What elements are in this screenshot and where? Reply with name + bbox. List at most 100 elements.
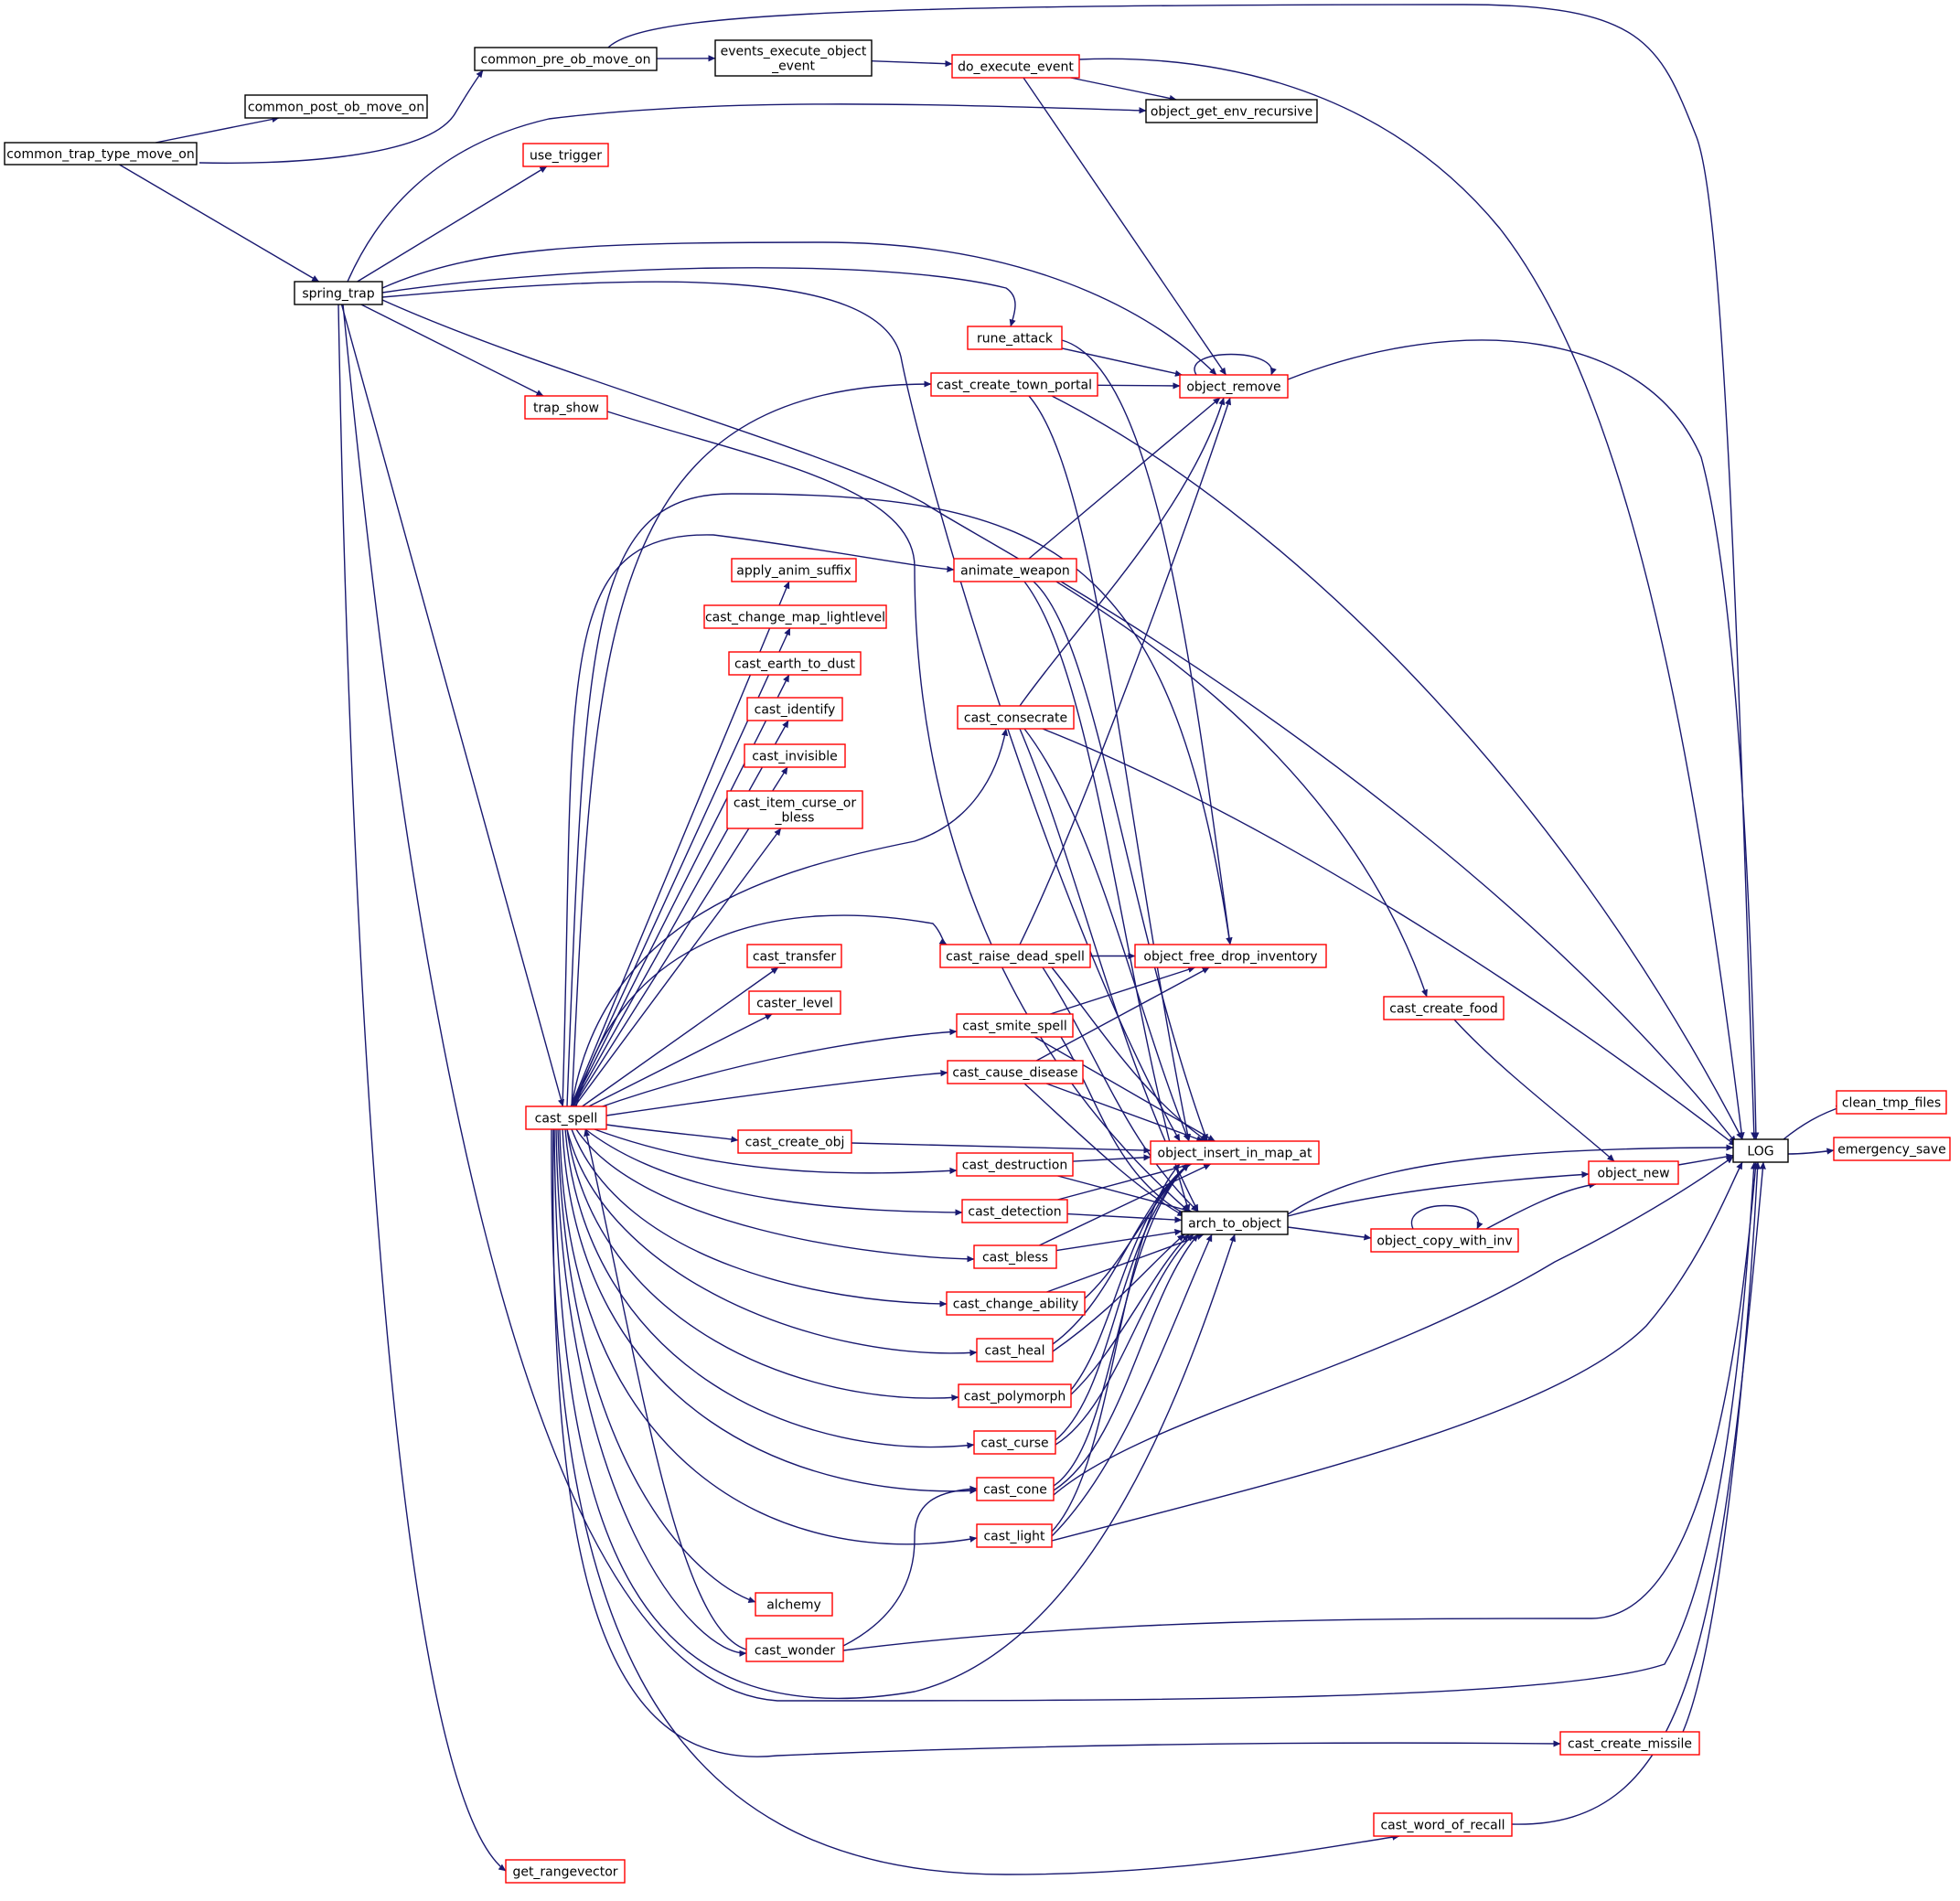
node-box: [744, 743, 846, 768]
edge-animate_weapon-to-object_remove: [1028, 397, 1221, 560]
node-cast_word_of_recall[interactable]: cast_word_of_recall: [1373, 1812, 1513, 1837]
node-clean_tmp_files[interactable]: clean_tmp_files: [1836, 1090, 1947, 1115]
node-cast_consecrate[interactable]: cast_consecrate: [957, 705, 1075, 730]
node-label: rune_attack: [977, 332, 1054, 347]
edge-cast_spell-to-cast_change_ability: [571, 1128, 948, 1308]
node-box: [957, 705, 1075, 730]
edge-cast_spell-to-cast_polymorph: [566, 1128, 959, 1402]
node-box: [1150, 1140, 1320, 1165]
node-cast_identify[interactable]: cast_identify: [746, 697, 843, 721]
node-box: [4, 142, 198, 166]
node-object_new[interactable]: object_new: [1588, 1160, 1679, 1185]
node-cast_light[interactable]: cast_light: [976, 1523, 1053, 1548]
edge-cast_spell-to-cast_transfer: [582, 967, 779, 1107]
edge-cast_spell-to-cast_detection: [584, 1128, 963, 1216]
edge-object_remove-to-LOG: [1287, 339, 1760, 1140]
node-cast_invisible[interactable]: cast_invisible: [744, 743, 846, 768]
node-get_rangevector[interactable]: get_rangevector: [505, 1859, 626, 1884]
node-events_execute_object_event[interactable]: events_execute_object_event: [714, 39, 873, 77]
node-common_post_ob_move_on[interactable]: common_post_ob_move_on: [244, 94, 428, 119]
edge-cast_spell-to-cast_identify: [572, 720, 789, 1107]
node-box: [714, 39, 873, 77]
node-cast_change_map_lightlevel[interactable]: cast_change_map_lightlevel: [703, 604, 887, 629]
edge-cast_wonder-to-cast_cone: [842, 1485, 978, 1647]
node-cast_curse[interactable]: cast_curse: [973, 1430, 1056, 1455]
node-object_free_drop_inventory[interactable]: object_free_drop_inventory: [1134, 944, 1327, 968]
node-cast_change_ability[interactable]: cast_change_ability: [946, 1291, 1086, 1316]
edge-cast_spell-to-cast_smite_spell: [594, 1028, 958, 1110]
node-label: spring_trap: [302, 287, 374, 302]
node-cast_polymorph[interactable]: cast_polymorph: [958, 1383, 1072, 1408]
node-cast_wonder[interactable]: cast_wonder: [745, 1638, 844, 1662]
node-common_pre_ob_move_on[interactable]: common_pre_ob_move_on: [474, 47, 658, 71]
node-cast_cause_disease[interactable]: cast_cause_disease: [947, 1060, 1084, 1084]
node-box: [703, 604, 887, 629]
node-trap_show[interactable]: trap_show: [524, 395, 608, 420]
edge-cast_spell-to-arch_to_object: [553, 1128, 1237, 1700]
node-cast_detection[interactable]: cast_detection: [961, 1199, 1068, 1223]
edge-cast_spell-to-cast_item_curse_or_bless: [573, 828, 782, 1107]
node-use_trigger[interactable]: use_trigger: [522, 143, 609, 167]
node-cast_create_town_portal[interactable]: cast_create_town_portal: [930, 372, 1098, 397]
node-box: [961, 1199, 1068, 1223]
node-label: cast_word_of_recall: [1380, 1819, 1505, 1833]
node-object_insert_in_map_at[interactable]: object_insert_in_map_at: [1150, 1140, 1320, 1165]
node-LOG[interactable]: LOG: [1732, 1138, 1789, 1163]
edge-arch_to_object-to-object_copy_with_inv: [1287, 1226, 1372, 1241]
edge-cast_bless-to-object_insert_in_map_at: [1038, 1163, 1212, 1246]
node-cast_raise_dead_spell[interactable]: cast_raise_dead_spell: [939, 944, 1091, 968]
node-object_get_env_recursive[interactable]: object_get_env_recursive: [1145, 99, 1318, 123]
edge-common_trap_type_move_on-to-common_post_ob_move_on: [155, 115, 280, 144]
node-cast_item_curse_or_bless[interactable]: cast_item_curse_or_bless: [726, 790, 863, 829]
node-box: [1370, 1228, 1519, 1253]
node-label: object_remove: [1186, 380, 1280, 395]
node-cast_smite_spell[interactable]: cast_smite_spell: [956, 1013, 1074, 1038]
node-spring_trap[interactable]: spring_trap: [294, 281, 383, 305]
edge-spring_trap-to-object_remove: [381, 241, 1217, 376]
node-cast_spell[interactable]: cast_spell: [525, 1105, 607, 1130]
node-apply_anim_suffix[interactable]: apply_anim_suffix: [731, 558, 857, 582]
node-label: cast_bless: [982, 1251, 1048, 1266]
node-rune_attack[interactable]: rune_attack: [967, 326, 1063, 350]
node-do_execute_event[interactable]: do_execute_event: [951, 54, 1080, 79]
node-cast_create_food[interactable]: cast_create_food: [1383, 996, 1505, 1020]
node-animate_weapon[interactable]: animate_weapon: [953, 558, 1077, 582]
node-label: animate_weapon: [960, 564, 1070, 579]
node-label: cast_item_curse_or: [734, 796, 856, 811]
node-label: cast_light: [983, 1530, 1045, 1544]
node-object_remove[interactable]: object_remove: [1179, 374, 1289, 399]
node-label: trap_show: [533, 401, 599, 416]
node-emergency_save[interactable]: emergency_save: [1833, 1137, 1951, 1161]
edge-cast_consecrate-to-object_insert_in_map_at: [1023, 728, 1190, 1142]
node-cast_earth_to_dust[interactable]: cast_earth_to_dust: [728, 651, 862, 676]
edge-cast_spell-to-cast_bless: [575, 1128, 975, 1263]
node-common_trap_type_move_on[interactable]: common_trap_type_move_on: [4, 142, 198, 166]
edge-cast_smite_spell-to-object_free_drop_inventory: [1050, 966, 1196, 1015]
node-object_copy_with_inv[interactable]: object_copy_with_inv: [1370, 1228, 1519, 1253]
edge-cast_spell-to-cast_heal: [566, 1128, 978, 1357]
node-arch_to_object[interactable]: arch_to_object: [1181, 1211, 1289, 1235]
node-cast_create_obj[interactable]: cast_create_obj: [737, 1129, 852, 1154]
node-cast_transfer[interactable]: cast_transfer: [746, 944, 842, 968]
node-cast_heal[interactable]: cast_heal: [976, 1338, 1054, 1362]
node-cast_bless[interactable]: cast_bless: [973, 1244, 1057, 1269]
node-cast_create_missile[interactable]: cast_create_missile: [1559, 1731, 1700, 1756]
node-cast_cone[interactable]: cast_cone: [976, 1477, 1055, 1501]
edge-cast_word_of_recall-to-LOG: [1511, 1161, 1766, 1825]
node-box: [946, 1291, 1086, 1316]
edge-do_execute_event-to-object_remove: [1023, 77, 1227, 376]
node-caster_level[interactable]: caster_level: [748, 990, 841, 1015]
node-cast_destruction[interactable]: cast_destruction: [956, 1152, 1074, 1177]
node-label: cast_raise_dead_spell: [946, 950, 1085, 965]
node-box: [1179, 374, 1289, 399]
edge-cast_spell-to-cast_earth_to_dust: [571, 674, 790, 1107]
node-label: cast_create_food: [1389, 1002, 1497, 1017]
edge-animate_weapon-to-LOG: [1060, 581, 1737, 1144]
edge-cast_wonder-to-cast_spell: [584, 1128, 747, 1650]
edge-cast_cause_disease-to-object_free_drop_inventory: [1035, 967, 1210, 1062]
edge-do_execute_event-to-object_get_env_recursive: [1070, 77, 1177, 101]
edge-common_trap_type_move_on-to-spring_trap: [119, 164, 320, 283]
node-alchemy[interactable]: alchemy: [755, 1592, 833, 1617]
edge-spring_trap-to-object_insert_in_map_at: [381, 281, 1181, 1142]
node-box: [294, 281, 383, 305]
